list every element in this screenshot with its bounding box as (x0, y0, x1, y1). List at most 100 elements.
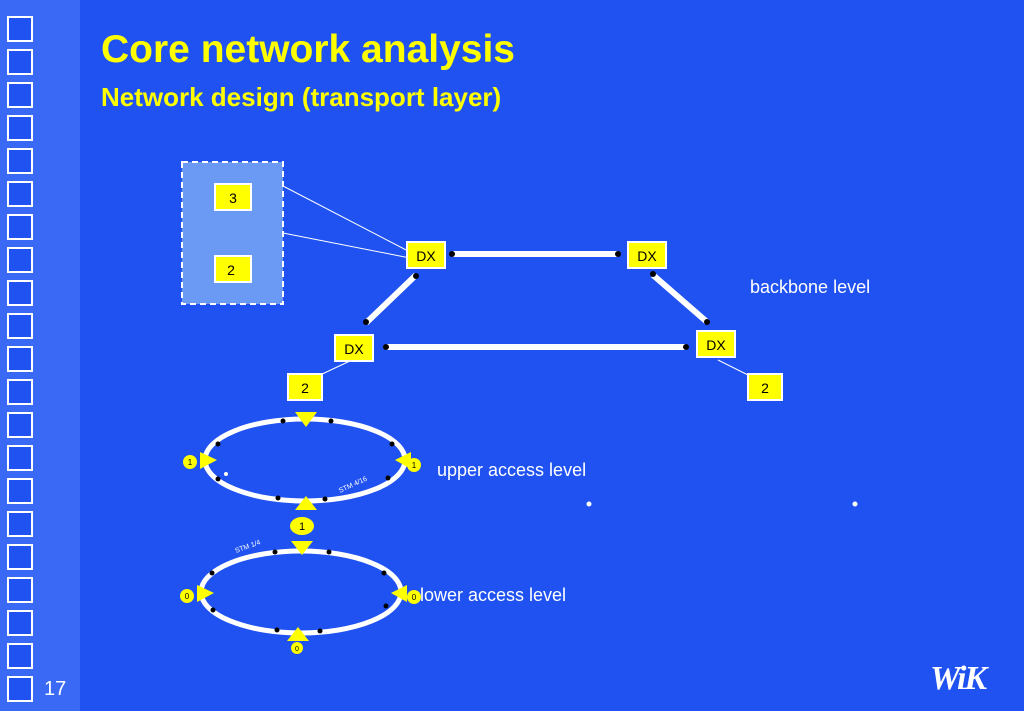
sidebar-square (7, 313, 33, 339)
ring-node-1-left (183, 455, 197, 469)
port-dot (274, 627, 280, 633)
port-dot (328, 418, 334, 424)
port-dot (385, 475, 391, 481)
lower-access-ring (198, 548, 404, 636)
sidebar-square (7, 214, 33, 240)
backbone-link (651, 272, 709, 325)
level2-node-left-label: 2 (301, 380, 309, 396)
sidebar-square (7, 544, 33, 570)
port-dot (704, 319, 710, 325)
ring-node-triangle (391, 585, 407, 602)
ring-node-triangle (200, 452, 217, 469)
sidebar (0, 0, 80, 711)
inset-link (282, 232, 411, 259)
sidebar-square (7, 643, 33, 669)
ring-node-0-bottom-label: 0 (295, 646, 299, 653)
sidebar-square (7, 676, 33, 702)
sidebar-square (7, 280, 33, 306)
sidebar-square (7, 82, 33, 108)
ring-node-triangle (395, 452, 411, 469)
port-dot (322, 496, 328, 502)
port-dot (326, 549, 332, 555)
sidebar-square (7, 115, 33, 141)
port-dot (383, 603, 389, 609)
upper-access-ring (202, 416, 408, 504)
ring-node-triangle (295, 412, 317, 427)
sidebar-square (7, 412, 33, 438)
ring-node-0-bottom (291, 642, 303, 654)
port-dot (215, 441, 221, 447)
port-dot (280, 418, 286, 424)
ring-node-triangle (287, 627, 309, 641)
sidebar-square (7, 247, 33, 273)
access-link (717, 359, 753, 378)
ring-node-0-right-label: 0 (412, 593, 417, 602)
sidebar-square (7, 49, 33, 75)
port-dot (210, 607, 216, 613)
bullet-dot (852, 501, 858, 507)
sidebar-square (7, 148, 33, 174)
ring-node-1-left-label: 1 (188, 458, 193, 467)
port-dot (615, 251, 621, 257)
dx-node-top-left (406, 241, 446, 269)
port-dot (683, 344, 689, 350)
dx-label: DX (344, 341, 364, 357)
port-dot (317, 628, 323, 634)
level2-node-right (747, 373, 783, 401)
level2-node-right-label: 2 (761, 380, 769, 396)
sidebar-square (7, 478, 33, 504)
sidebar-square (7, 577, 33, 603)
ring-node-triangle (197, 585, 214, 602)
dx-node-top-right (627, 241, 667, 269)
dx-node-bottom-right (696, 330, 736, 358)
wik-logo: WiK (930, 660, 987, 697)
lower-access-level-label: lower access level (420, 585, 567, 605)
slide-subtitle: Network design (transport layer) (101, 82, 502, 112)
dx-label: DX (416, 248, 436, 264)
port-dot (413, 273, 419, 279)
sidebar-square (7, 445, 33, 471)
dx-label: DX (637, 248, 657, 264)
ring-node-triangle (295, 496, 317, 510)
ring-node-1-right (407, 458, 421, 472)
page-number: 17 (44, 678, 67, 700)
level2-node-left (287, 373, 323, 401)
port-dot (650, 271, 656, 277)
ring-node-1-right-label: 1 (412, 461, 417, 470)
port-dot (363, 319, 369, 325)
sidebar-square (7, 610, 33, 636)
port-dot (275, 495, 281, 501)
port-dot (389, 441, 395, 447)
port-dot (209, 570, 215, 576)
access-link (317, 359, 353, 377)
backbone-level-label: backbone level (750, 277, 871, 297)
sidebar-square (7, 346, 33, 372)
port-dot (215, 476, 221, 482)
ring-node-0-left-label: 0 (185, 592, 190, 601)
dx-node-bottom-left (334, 334, 374, 362)
sidebar-square (7, 511, 33, 537)
inset-node-3-label: 3 (229, 190, 237, 206)
slide-title: Core network analysis (101, 28, 515, 71)
ring-node-1-center (290, 517, 314, 535)
bullet-dot (586, 501, 592, 507)
backbone-link (363, 272, 419, 326)
dx-label: DX (706, 337, 726, 353)
port-dot (383, 344, 389, 350)
port-dot (224, 472, 228, 476)
inset-node-3 (214, 183, 252, 211)
ring-node-0-right (407, 590, 421, 604)
inset-link (282, 185, 411, 253)
sidebar-square (7, 16, 33, 42)
ring-node-1-center-label: 1 (299, 521, 305, 533)
inset-node-2-label: 2 (227, 262, 235, 278)
port-dot (381, 570, 387, 576)
inset-node-2 (214, 255, 252, 283)
sidebar-square (7, 181, 33, 207)
port-dot (272, 549, 278, 555)
upper-access-level-label: upper access level (437, 460, 587, 480)
sidebar-square (7, 379, 33, 405)
port-dot (449, 251, 455, 257)
ring-node-0-left (180, 589, 194, 603)
